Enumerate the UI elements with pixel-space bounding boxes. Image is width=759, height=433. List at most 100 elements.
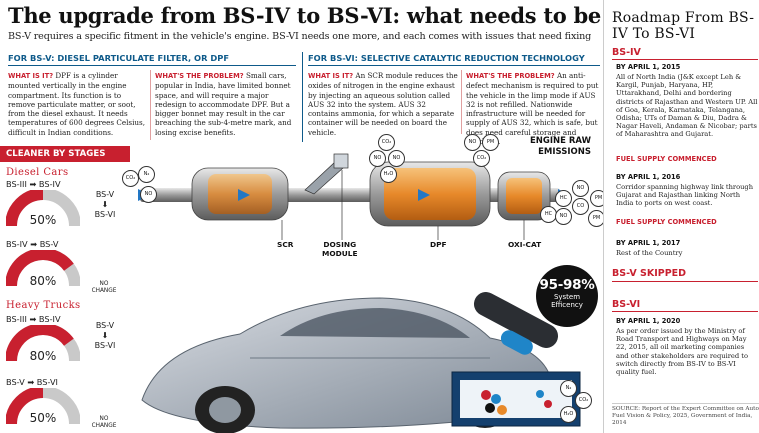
no-bubble: NO <box>555 208 572 225</box>
gauge-dial <box>6 388 80 425</box>
bs5-rule <box>612 281 758 282</box>
down-arrow-icon: ⬇ <box>101 200 109 209</box>
note-bottom: BS-VI <box>94 210 116 219</box>
hc-bubble: HC <box>555 190 572 207</box>
bs4-rule <box>612 59 758 60</box>
down-arrow-icon: ⬇ <box>101 331 109 340</box>
source-note: SOURCE: Report of the Expert Committee o… <box>612 403 759 427</box>
gauge-dial <box>6 190 80 227</box>
bs6-heading: BS-VI <box>612 299 641 310</box>
gauge-note: BS-V ⬇ BS-VI <box>88 321 122 351</box>
gauge-dial <box>6 250 80 287</box>
system-efficiency-badge: 95-98% System Efficency <box>536 265 598 327</box>
event-text: All of North India (J&K except Leh & Kar… <box>616 73 758 139</box>
page-title: The upgrade from BS-IV to BS-VI: what ne… <box>8 3 665 28</box>
n2-bubble: N₂ <box>560 380 577 397</box>
dosing-label: DOSING MODULE <box>322 240 358 258</box>
co2-bubble: CO₂ <box>575 392 592 409</box>
gauge-stage-label: BS-III ➡ BS-IV <box>6 314 61 324</box>
bs5-what: WHAT IS IT? DPF is a cylinder mounted ve… <box>8 71 146 137</box>
raw-label-2: EMISSIONS <box>538 147 591 157</box>
heavy-trucks-title: Heavy Trucks <box>6 300 81 311</box>
note-bottom: CHANGE <box>91 288 117 294</box>
bs6-what-lead: WHAT IS IT? <box>308 72 354 80</box>
bs5-heading: FOR BS-V: DIESEL PARTICULATE FILTER, OR … <box>8 53 230 63</box>
gauge-stage-label: BS-V ➡ BS-VI <box>6 377 58 387</box>
h2o-bubble: H₂O <box>380 166 397 183</box>
n2-bubble: N₂ <box>138 166 155 183</box>
fuel-status: FUEL SUPPLY COMMENCED <box>616 155 717 163</box>
section-divider <box>302 52 303 142</box>
column-divider <box>150 70 151 140</box>
event-date: BY APRIL 1, 2020 <box>616 317 681 325</box>
aus32-tank <box>473 292 559 355</box>
event-date: BY APRIL 1, 2017 <box>616 239 681 247</box>
bs5-rule <box>8 65 296 66</box>
page-subtitle: BS-V requires a specific fitment in the … <box>8 31 592 42</box>
scr-label: SCR <box>277 240 294 249</box>
engine-raw-emissions-label: ENGINE RAW EMISSIONS <box>530 136 591 158</box>
efficiency-value: 95-98% <box>539 277 595 293</box>
co2-bubble: CO₂ <box>122 170 139 187</box>
pm-bubble: PM <box>482 134 499 151</box>
bs6-rule <box>308 65 600 66</box>
column-divider <box>461 70 462 134</box>
bs5-problem: WHAT'S THE PROBLEM? Small cars, popular … <box>155 71 297 137</box>
dosing-label-2: MODULE <box>322 249 358 258</box>
gauge-value: 50% <box>29 411 57 425</box>
bs6-what-text: An SCR module reduces the oxides of nitr… <box>308 71 458 137</box>
event-date: BY APRIL 1, 2015 <box>616 63 681 71</box>
note-top: NO <box>99 416 109 422</box>
bs5-problem-lead: WHAT'S THE PROBLEM? <box>155 72 244 80</box>
roadmap-panel: Roadmap From BS-IV To BS-VI BS-IV BY APR… <box>603 0 759 433</box>
dpf-label: DPF <box>430 240 447 249</box>
roadmap-title: Roadmap From BS-IV To BS-VI <box>612 10 755 42</box>
bs5-what-text: DPF is a cylinder mounted vertically in … <box>8 71 146 137</box>
note-top: BS-V <box>95 190 115 199</box>
gauge-note: BS-V ⬇ BS-VI <box>88 190 122 220</box>
no-bubble: NO <box>388 150 405 167</box>
gauge-stage-label: BS-IV ➡ BS-V <box>6 239 59 249</box>
no-bubble: NO <box>140 186 157 203</box>
efficiency-caption-1: System <box>553 293 581 301</box>
gauge-value: 80% <box>29 274 57 288</box>
gauge-dial <box>6 325 80 362</box>
h2o-bubble: H₂O <box>560 406 577 423</box>
bs6-what: WHAT IS IT? An SCR module reduces the ox… <box>308 71 458 137</box>
bs6-problem-lead: WHAT'S THE PROBLEM? <box>466 72 555 80</box>
no-bubble: NO <box>572 180 589 197</box>
molecule-icons <box>481 390 552 415</box>
no-bubble: NO <box>369 150 386 167</box>
diesel-cars-title: Diesel Cars <box>6 167 69 178</box>
event-text: Corridor spanning highway link through G… <box>616 183 753 208</box>
event-text: Rest of the Country <box>616 249 683 257</box>
bs5-skipped-heading: BS-V SKIPPED <box>612 268 687 279</box>
dosing-label-1: DOSING <box>323 240 357 249</box>
exhaust-system <box>138 153 570 240</box>
bs5-what-lead: WHAT IS IT? <box>8 72 54 80</box>
bs6-rule <box>612 311 758 312</box>
bs4-heading: BS-IV <box>612 47 641 58</box>
event-date: BY APRIL 1, 2016 <box>616 173 681 181</box>
raw-label-1: ENGINE RAW <box>529 136 591 146</box>
gauge-note: NO CHANGE <box>88 281 120 295</box>
fuel-status: FUEL SUPPLY COMMENCED <box>616 218 717 226</box>
oxicat-label: OXI-CAT <box>508 240 542 249</box>
co2-bubble: CO₂ <box>378 134 395 151</box>
co-bubble: CO <box>572 198 589 215</box>
gauge-value: 80% <box>29 349 57 363</box>
event-text: As per order issued by the Ministry of R… <box>616 327 749 377</box>
no-bubble: NO <box>464 134 481 151</box>
efficiency-caption-2: Efficency <box>551 301 583 309</box>
bs5-problem-text: Small cars, popular in India, have limit… <box>155 71 292 137</box>
co2-bubble: CO₂ <box>473 150 490 167</box>
bs6-heading: FOR BS-VI: SELECTIVE CATALYTIC REDUCTION… <box>308 53 585 63</box>
gauge-value: 50% <box>29 213 57 227</box>
note-top: BS-V <box>95 321 115 330</box>
note-bottom: CHANGE <box>91 423 117 429</box>
gauge-note: NO CHANGE <box>88 416 120 430</box>
note-bottom: BS-VI <box>94 341 116 350</box>
note-top: NO <box>99 281 109 287</box>
cleaner-heading: CLEANER BY STAGES <box>0 146 130 162</box>
gauge-stage-label: BS-III ➡ BS-IV <box>6 179 61 189</box>
